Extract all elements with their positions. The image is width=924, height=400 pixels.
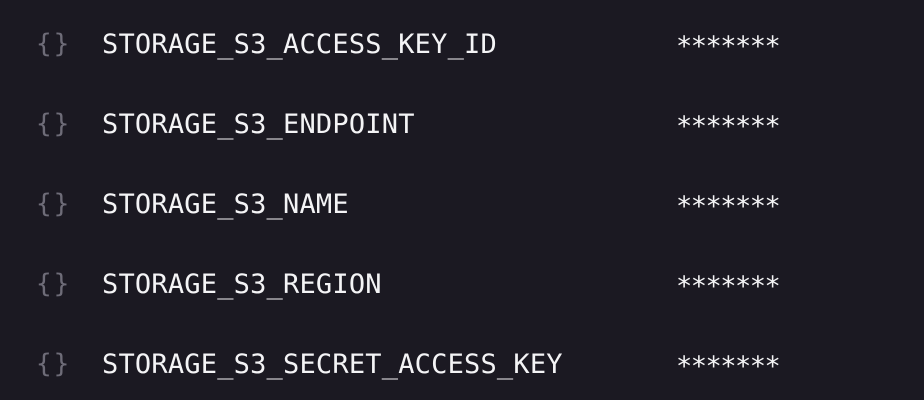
braces-icon: {} [36,29,72,59]
env-var-name: STORAGE_S3_ENDPOINT [102,108,415,140]
env-var-row[interactable]: {} STORAGE_S3_SECRET_ACCESS_KEY ******* [0,324,924,400]
env-var-name: STORAGE_S3_ACCESS_KEY_ID [102,28,497,60]
braces-icon: {} [36,269,72,299]
env-var-masked-value[interactable]: ******* [676,110,781,142]
env-var-name: STORAGE_S3_NAME [102,188,349,220]
env-var-row[interactable]: {} STORAGE_S3_ENDPOINT ******* [0,84,924,164]
env-var-name: STORAGE_S3_SECRET_ACCESS_KEY [102,348,563,380]
braces-icon: {} [36,349,72,379]
env-var-masked-value[interactable]: ******* [676,30,781,62]
env-var-masked-value[interactable]: ******* [676,350,781,382]
braces-icon: {} [36,109,72,139]
env-var-row[interactable]: {} STORAGE_S3_REGION ******* [0,244,924,324]
env-var-row[interactable]: {} STORAGE_S3_NAME ******* [0,164,924,244]
env-var-masked-value[interactable]: ******* [676,190,781,222]
env-var-name: STORAGE_S3_REGION [102,268,382,300]
braces-icon: {} [36,189,72,219]
env-var-masked-value[interactable]: ******* [676,270,781,302]
env-var-row[interactable]: {} STORAGE_S3_ACCESS_KEY_ID ******* [0,4,924,84]
